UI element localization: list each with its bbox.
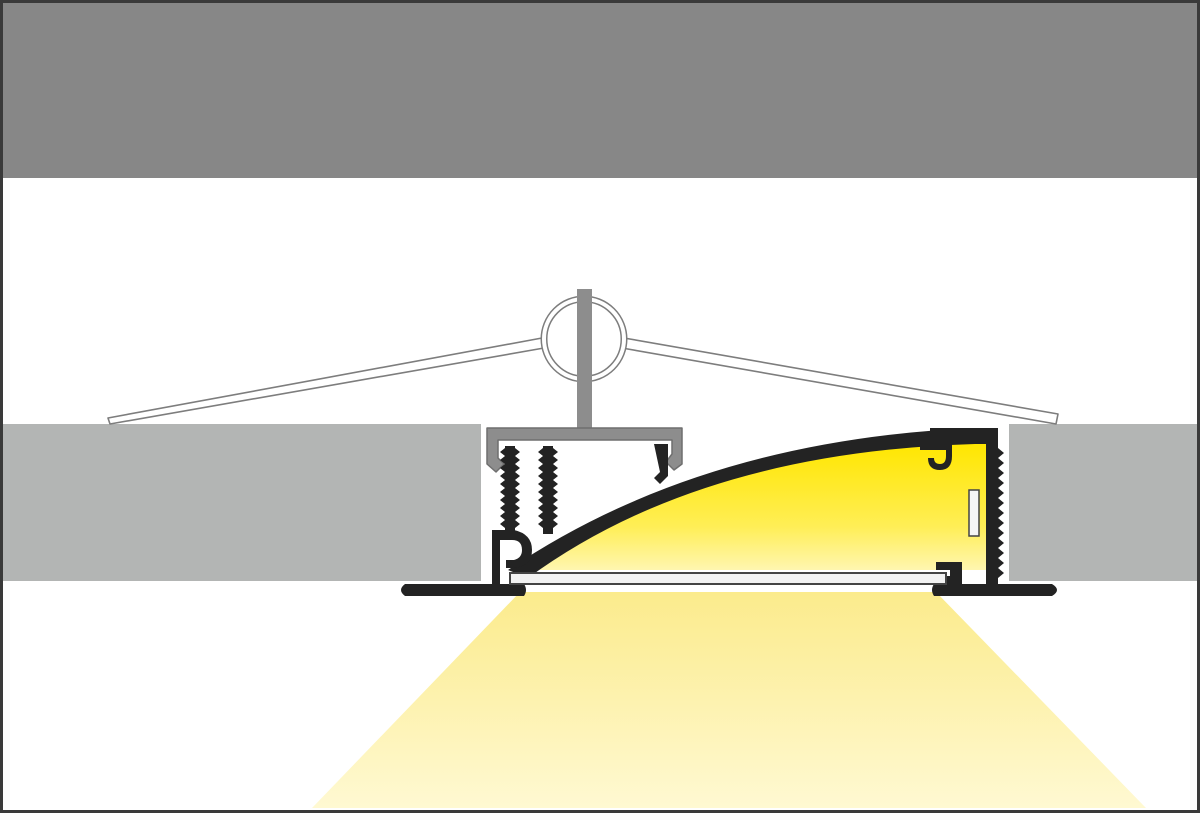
mounting-bracket	[486, 289, 683, 473]
flange-left	[401, 584, 526, 596]
profile-right-wall	[986, 428, 998, 594]
profile-right-clip	[920, 444, 952, 470]
profile-catch	[654, 444, 668, 484]
light-chamber	[520, 444, 986, 570]
profile-left-teeth-1b	[500, 448, 505, 528]
profile-left-teeth-1	[515, 448, 520, 528]
drywall-left	[3, 424, 481, 581]
profile-left-post-2	[543, 446, 553, 534]
bracket-stem	[577, 289, 592, 429]
profile-left-teeth-2b	[538, 448, 543, 528]
diffuser-cover	[509, 572, 947, 585]
bracket-crossbar	[486, 427, 683, 473]
profile-left-hook	[492, 530, 532, 584]
ceiling-slab	[3, 3, 1197, 178]
light-beam-icon	[312, 592, 1146, 808]
led-strip	[968, 489, 980, 537]
profile-left-post-1	[505, 446, 515, 534]
profile-left-teeth-2	[553, 448, 558, 528]
profile-right-teeth	[998, 448, 1004, 578]
profile-curve	[508, 428, 975, 578]
led-profile-icon	[401, 428, 1057, 596]
profile-top	[930, 428, 998, 444]
drywall-right	[1009, 424, 1197, 581]
